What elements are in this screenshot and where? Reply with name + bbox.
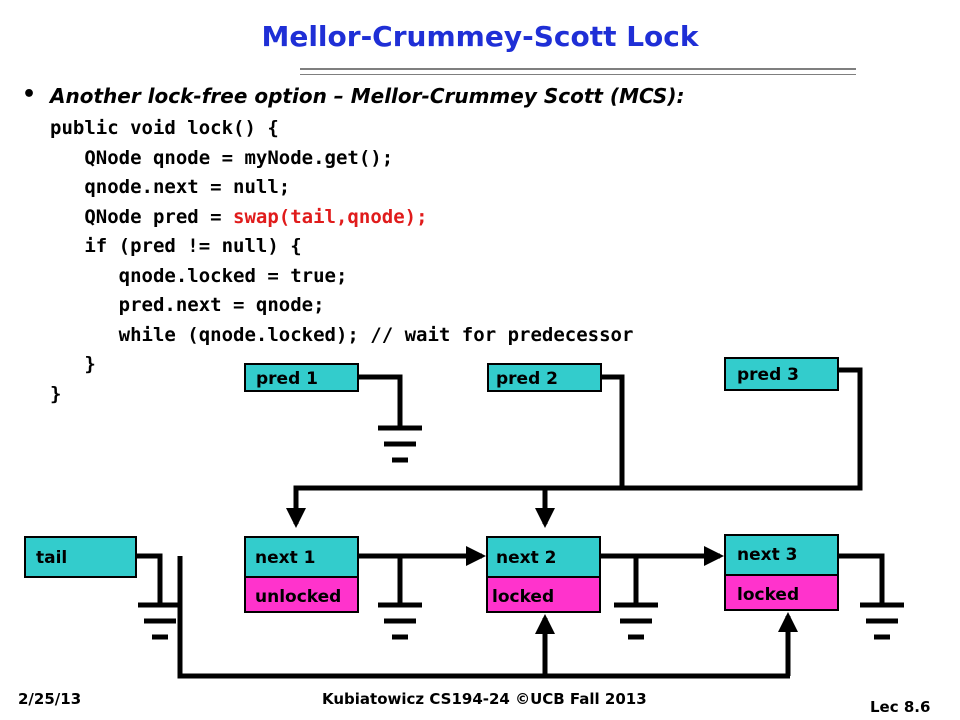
code-line: qnode.next = null;	[84, 176, 291, 198]
tail-bus-wire	[177, 556, 790, 679]
code-line: pred.next = qnode;	[118, 294, 325, 316]
code-line: if (pred != null) {	[84, 235, 302, 257]
code-line: while (qnode.locked); // wait for predec…	[118, 323, 634, 346]
code-line: QNode pred = swap(tail,qnode);	[84, 205, 428, 228]
code-line: QNode qnode = myNode.get();	[84, 146, 394, 169]
ground-symbol	[378, 425, 422, 463]
ground-symbol	[614, 602, 658, 640]
next-1-null-wire	[358, 553, 403, 605]
code-highlight-swap: swap(tail,qnode);	[233, 205, 428, 228]
code-line: qnode.locked = true;	[118, 264, 348, 287]
ground-symbol	[378, 602, 422, 640]
footer-lecture: Lec 8.6	[870, 698, 931, 716]
bullet-marker: •	[22, 82, 37, 107]
code-line: }	[50, 382, 62, 405]
lock-2-label: locked	[492, 587, 554, 607]
lock-1-label: unlocked	[255, 587, 341, 607]
code-line: public void lock() {	[50, 117, 279, 139]
slide-title: Mellor-Crummey-Scott Lock	[261, 20, 699, 53]
next-3-label: next 3	[737, 545, 797, 565]
footer-course: Kubiatowicz CS194-24 ©UCB Fall 2013	[322, 690, 647, 708]
pred-1-null-wire	[358, 374, 403, 428]
bullet-text: Another lock-free option – Mellor-Crumme…	[50, 84, 685, 108]
pred-1-label: pred 1	[256, 369, 318, 389]
next-2-box	[486, 536, 601, 578]
next-2-label: next 2	[496, 548, 556, 568]
code-block: public void lock() { QNode qnode = myNod…	[50, 114, 633, 409]
pred-2-arrow	[286, 374, 625, 528]
pred-3-box	[724, 357, 839, 391]
pred-3-label: pred 3	[737, 365, 799, 385]
next-3-null-wire	[838, 553, 885, 605]
lock-1-box	[244, 576, 359, 613]
pred-2-box	[487, 363, 602, 392]
lock-3-label: locked	[737, 585, 799, 605]
title-underline-thin	[300, 74, 856, 75]
code-line: }	[84, 353, 96, 375]
lock-3-box	[724, 574, 839, 611]
footer-date: 2/25/13	[18, 690, 82, 708]
tail-null-wire	[136, 553, 163, 605]
next-1-label: next 1	[255, 548, 315, 568]
ground-symbol	[138, 602, 182, 640]
title-underline	[300, 68, 856, 70]
tail-label: tail	[36, 548, 67, 568]
next-2-null-wire	[600, 553, 639, 605]
pred-3-arrow	[535, 367, 863, 528]
lock-2-box	[486, 576, 601, 613]
pred-2-label: pred 2	[496, 369, 558, 389]
ground-symbol	[860, 602, 904, 640]
